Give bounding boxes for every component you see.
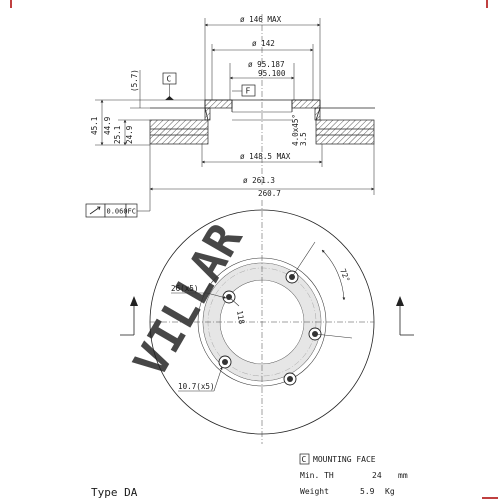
notes-block: C MOUNTING FACE Min. TH 24 mm Weight 5.9… — [91, 453, 408, 499]
label-dim-24-9: 24.9 — [125, 125, 134, 144]
type-label: Type DA — [91, 486, 138, 499]
datum-c-label: C — [167, 75, 172, 84]
datum-f-label: F — [246, 87, 251, 96]
label-dia-95-187: ø 95.187 — [248, 60, 285, 69]
label-dim-45-1: 45.1 — [90, 116, 99, 135]
section-arrow-right — [396, 296, 414, 336]
runout-ref: FC — [128, 208, 136, 216]
hat-section-left — [204, 99, 233, 109]
label-dim-44-9: 44.9 — [103, 116, 112, 135]
label-dim-25-1: 25.1 — [113, 125, 122, 144]
dim-95: ø 95.187 95.100 — [229, 60, 295, 100]
bolt-hole — [283, 372, 297, 386]
label-dia-146-max: ø 146 MAX — [240, 15, 282, 24]
hat-wall-left-section — [204, 107, 211, 121]
runout-value: 0.060 — [107, 208, 128, 216]
label-holes-large: 26(x5) — [171, 284, 198, 293]
mounting-face-symbol: C — [302, 455, 307, 464]
hat-wall-right-section — [314, 107, 321, 121]
label-chamfer: 4.0x45° — [291, 114, 300, 146]
label-dia-260-7: 260.7 — [258, 189, 281, 198]
weight-unit: Kg — [385, 487, 395, 496]
front-view: 72° 26(x5) 118 10.7(x5) — [120, 200, 414, 444]
min-th-value: 24 — [372, 471, 382, 480]
label-pcd: 118 — [235, 310, 246, 325]
dim-chamfer: 4.0x45° 3.5 — [291, 114, 308, 146]
hole-callout-large: 26(x5) — [171, 284, 227, 299]
pcd-callout: 118 — [228, 296, 246, 325]
label-dia-148-5-max: ø 148.5 MAX — [240, 152, 291, 161]
min-th-label: Min. TH — [300, 471, 334, 480]
label-dia-142: ø 142 — [252, 39, 275, 48]
dim-148-5-max: ø 148.5 MAX — [201, 144, 323, 167]
dim-142: ø 142 — [211, 39, 314, 100]
section-arrow-left — [120, 296, 138, 336]
label-dia-95-100: 95.100 — [258, 69, 286, 78]
dim-261: ø 261.3 260.7 — [149, 144, 375, 198]
dim-vertical-left: 45.1 44.9 25.1 24.9 (5.7) — [90, 69, 205, 146]
cross-section-view: ø 146 MAX ø 142 ø 95.187 95.100 C F — [85, 14, 375, 218]
label-angle: 72° — [338, 267, 351, 283]
hole-callout-small: 10.7(x5) — [178, 366, 223, 392]
dim-146-max: ø 146 MAX — [204, 15, 321, 100]
runout-arrow-icon — [89, 206, 101, 215]
runout-tolerance-frame: 0.060 FC — [85, 195, 151, 218]
min-th-unit: mm — [398, 471, 408, 480]
weight-label: Weight — [300, 487, 329, 496]
mounting-face-symbol-box — [299, 453, 310, 465]
weight-value: 5.9 — [360, 487, 375, 496]
datum-c: C — [162, 72, 177, 100]
label-dim-3-5: 3.5 — [299, 132, 308, 146]
label-dim-5-7: (5.7) — [130, 69, 139, 92]
label-dia-261-3: ø 261.3 — [243, 176, 275, 185]
hat-outline — [150, 99, 375, 109]
braking-ring-left — [149, 119, 209, 145]
mounting-face-label: MOUNTING FACE — [313, 455, 376, 464]
label-holes-small: 10.7(x5) — [178, 382, 215, 391]
braking-ring-right — [315, 119, 375, 145]
bolt-hole — [218, 355, 232, 369]
datum-f: F — [232, 84, 256, 97]
hat-section-right — [291, 99, 321, 109]
